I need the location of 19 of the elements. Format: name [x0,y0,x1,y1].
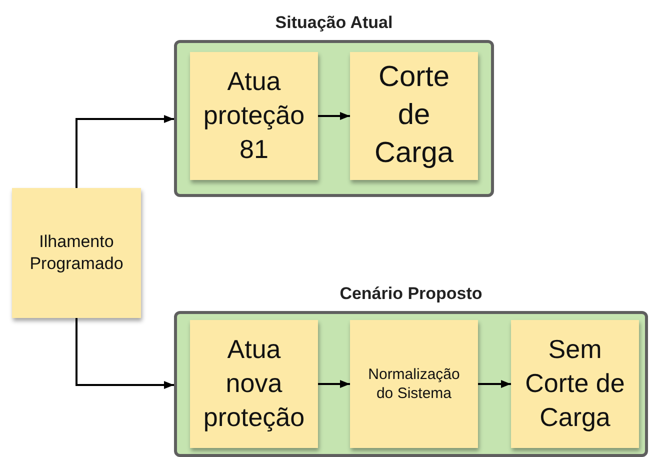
arrow [76,115,174,188]
arrow [318,380,350,388]
group-title: Cenário Proposto [338,284,484,304]
group-title: Situação Atual [274,13,394,33]
arrow [478,380,511,388]
sticky-note [190,52,318,180]
sticky-note [350,52,478,180]
note-text: Ilhamento Programado [28,230,124,275]
note-text: Sem Corte de Carga [524,333,626,434]
sticky-note [350,320,478,448]
arrow [318,112,350,120]
note-text: Atua proteção 81 [202,65,306,166]
note-text: Atua nova proteção [202,333,306,434]
note-text: Normalização do Sistema [367,364,461,404]
sticky-note [12,188,141,318]
sticky-note [511,320,639,448]
arrow [76,318,174,389]
sticky-note [190,320,318,448]
note-text: Corte de Carga [374,60,454,171]
